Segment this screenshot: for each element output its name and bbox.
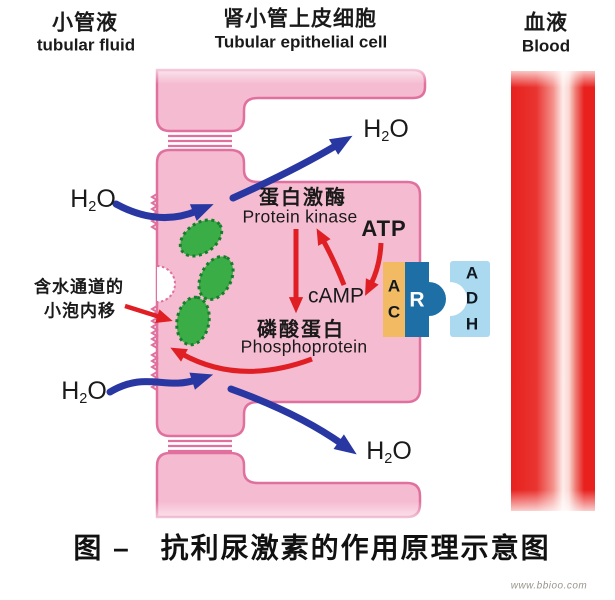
h2o-sub: 2 — [79, 391, 88, 408]
protein-kinase-label-cn: 蛋白激酶 — [259, 187, 347, 209]
label-epithelial-cell-cn: 肾小管上皮细胞 — [223, 7, 377, 31]
ac-box — [383, 262, 405, 337]
receptor-complex — [383, 261, 490, 337]
label-tubular-fluid-cn: 小管液 — [52, 11, 118, 35]
h2o-sub: 2 — [384, 451, 393, 468]
atp-label: ATP — [361, 215, 407, 241]
figure-caption: 图 – 抗利尿激素的作用原理示意图 — [73, 532, 551, 564]
water-arrows — [106, 135, 357, 455]
arrow-water-in-bottom — [106, 372, 214, 396]
arrow-phosphoprotein-to-membrane — [170, 347, 313, 374]
r-letter: R — [409, 288, 425, 312]
h2o-o: O — [87, 377, 107, 406]
phosphoprotein-label-en: Phosphoprotein — [240, 336, 368, 357]
vesicle-3 — [175, 295, 211, 347]
membrane-invagination — [156, 265, 176, 303]
h2o-h: H — [61, 377, 80, 406]
cell-segment-main — [155, 148, 422, 438]
vesicle-2 — [197, 255, 235, 301]
arrow-atp-to-camp — [365, 242, 384, 296]
h2o-label-top-right: H2O — [363, 115, 409, 146]
h2o-label-top-left: H2O — [70, 185, 116, 216]
ac-letter-c: C — [387, 302, 401, 322]
h2o-o: O — [389, 115, 409, 144]
cell-top-fade — [149, 61, 437, 84]
label-epithelial-cell-en: Tubular epithelial cell — [214, 32, 388, 52]
ac-letter-a: A — [387, 276, 401, 296]
h2o-h: H — [363, 115, 382, 144]
label-tubular-fluid-en: tubular fluid — [36, 35, 136, 55]
blood-column — [511, 71, 595, 511]
h2o-label-bottom-left: H2O — [61, 377, 107, 408]
adh-letter-a: A — [465, 263, 479, 283]
label-blood-en: Blood — [521, 36, 571, 56]
adh-box — [450, 261, 490, 337]
arrow-camp-to-kinase — [316, 228, 347, 286]
arrow-vesicle-note — [124, 303, 173, 323]
h2o-sub: 2 — [381, 129, 390, 146]
tight-junction-lower — [168, 439, 232, 453]
phosphoprotein-label-cn: 磷酸蛋白 — [257, 319, 345, 341]
watermark: www.bbioo.com — [510, 580, 588, 592]
h2o-o: O — [96, 185, 116, 214]
h2o-o: O — [392, 437, 412, 466]
protein-kinase-label-en: Protein kinase — [242, 206, 358, 227]
h2o-h: H — [70, 185, 89, 214]
r-knob — [412, 282, 446, 316]
vesicle-note-line2: 小泡内移 — [44, 301, 116, 321]
camp-label: cAMP — [307, 284, 365, 308]
vesicle-note-line1: 含水通道的 — [34, 277, 124, 297]
arrow-water-out-top — [229, 135, 353, 202]
adh-letter-d: D — [465, 288, 479, 308]
signal-arrows — [124, 228, 384, 374]
arrow-water-out-bottom — [227, 385, 357, 455]
water-channel-vesicles — [175, 218, 235, 347]
adh-letter-h: H — [465, 314, 479, 334]
h2o-label-bottom-right: H2O — [366, 437, 412, 468]
tight-junction-upper — [168, 134, 232, 148]
arrow-water-in-top — [112, 200, 214, 222]
cell-bottom-fade — [147, 501, 439, 530]
h2o-h: H — [366, 437, 385, 466]
h2o-sub: 2 — [88, 199, 97, 216]
vesicle-1 — [178, 218, 224, 258]
label-blood-cn: 血液 — [524, 11, 568, 35]
